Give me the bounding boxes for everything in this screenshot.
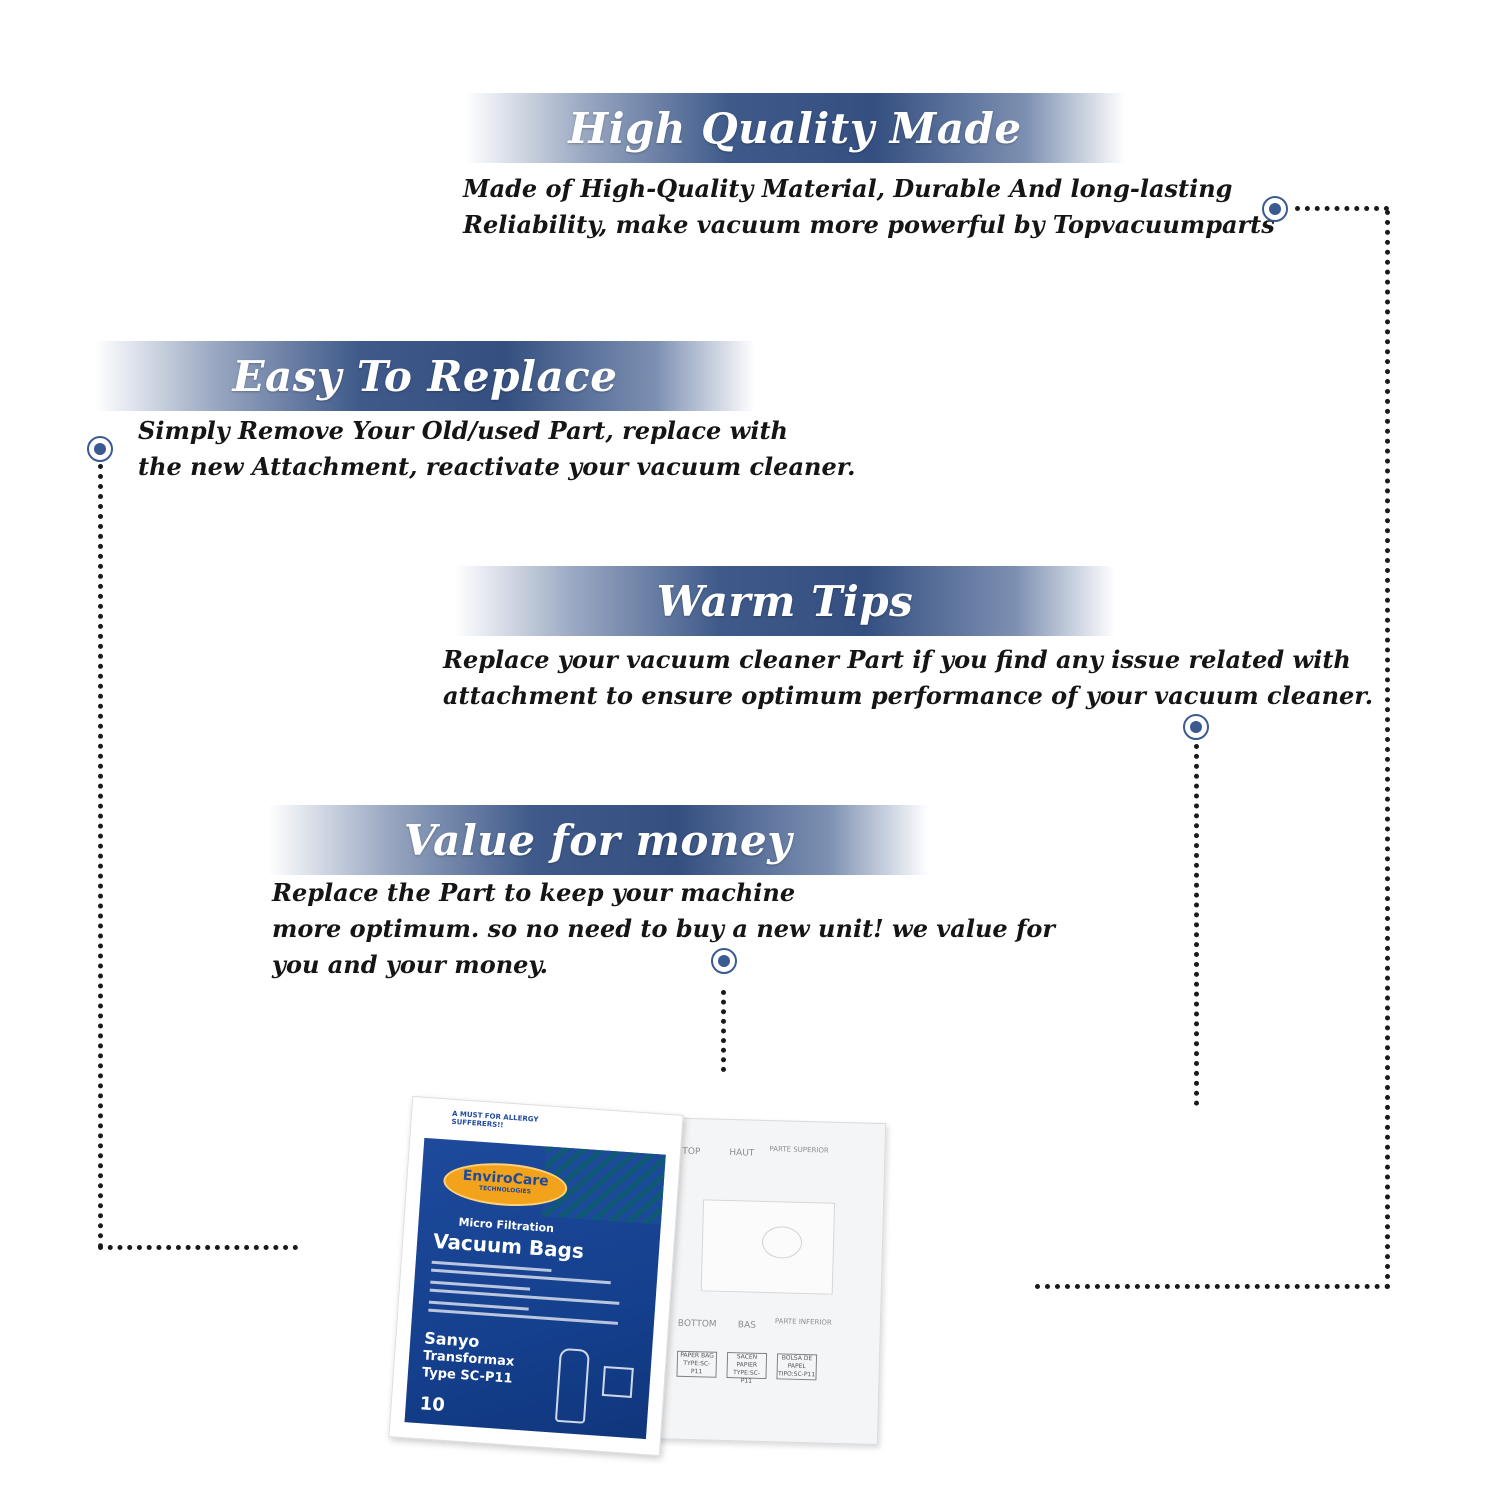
dotted-connector <box>98 1245 298 1250</box>
text-line: more optimum. so no need to buy a new un… <box>272 914 1055 943</box>
text-line: Replace the Part to keep your machine <box>272 878 796 907</box>
vacuum-cleaner-icon <box>554 1347 590 1424</box>
dotted-connector <box>1194 744 1199 1106</box>
section-text-value-money: Replace the Part to keep your machine mo… <box>272 875 1055 983</box>
dotted-connector <box>1295 206 1389 211</box>
dotted-connector <box>1385 210 1390 1290</box>
section-title-high-quality: High Quality Made <box>465 93 1125 163</box>
text-line: Reliability, make vacuum more powerful b… <box>463 210 1275 239</box>
text-line: Simply Remove Your Old/used Part, replac… <box>138 416 788 445</box>
paper-label: HAUT <box>729 1147 755 1159</box>
bullet-icon <box>711 948 737 974</box>
text-line: Replace your vacuum cleaner Part if you … <box>443 645 1351 674</box>
text-line: Made of High-Quality Material, Durable A… <box>463 174 1233 203</box>
text-line: you and your money. <box>272 950 548 979</box>
paper-label: BAS <box>737 1320 757 1331</box>
paper-label: BOTTOM <box>677 1318 717 1330</box>
package-front: EnviroCare TECHNOLOGIES Micro Filtration… <box>404 1137 666 1440</box>
product-image: TOP HAUT PARTE SUPERIOR BOTTOM BAS PARTE… <box>360 1075 960 1475</box>
bullet-icon <box>1262 196 1288 222</box>
paper-label: PARTE SUPERIOR <box>769 1145 829 1155</box>
bullet-icon <box>1183 714 1209 740</box>
dotted-connector <box>98 464 103 1249</box>
bullet-icon <box>87 436 113 462</box>
paper-type-box: SACEN PAPIER TYPE:SC-P11 <box>726 1352 768 1385</box>
section-text-high-quality: Made of High-Quality Material, Durable A… <box>463 171 1275 243</box>
section-text-warm-tips: Replace your vacuum cleaner Part if you … <box>443 642 1373 714</box>
bag-outline-icon <box>601 1365 634 1398</box>
paper-label: PARTE INFERIOR <box>774 1317 832 1327</box>
model-brand: Sanyo <box>423 1328 481 1352</box>
fine-print <box>428 1308 619 1325</box>
package-line2: Vacuum Bags <box>432 1228 585 1264</box>
bag-count: 10 <box>419 1393 446 1416</box>
vacuum-bag-package: A MUST FOR ALLERGY SUFFERERS!! EnviroCar… <box>388 1095 684 1457</box>
section-title-easy-replace: Easy To Replace <box>95 341 755 411</box>
paper-type-box: PAPER BAG TYPE:SC-P11 <box>676 1350 718 1378</box>
text-line: attachment to ensure optimum performance… <box>443 681 1374 710</box>
paper-vacuum-bag: TOP HAUT PARTE SUPERIOR BOTTOM BAS PARTE… <box>645 1117 887 1445</box>
text-line: the new Attachment, reactivate your vacu… <box>138 452 856 481</box>
section-title-warm-tips: Warm Tips <box>455 566 1115 636</box>
dotted-connector <box>721 990 726 1072</box>
paper-type-box: BOLSA DE PAPEL TIPO:SC-P11 <box>776 1353 818 1381</box>
package-top-note: A MUST FOR ALLERGY SUFFERERS!! <box>451 1109 539 1130</box>
brand-sub: TECHNOLOGIES <box>478 1184 532 1196</box>
paper-label: TOP <box>682 1146 701 1158</box>
dotted-connector <box>1035 1284 1390 1289</box>
section-text-easy-replace: Simply Remove Your Old/used Part, replac… <box>138 413 856 485</box>
section-title-value-money: Value for money <box>268 805 928 875</box>
